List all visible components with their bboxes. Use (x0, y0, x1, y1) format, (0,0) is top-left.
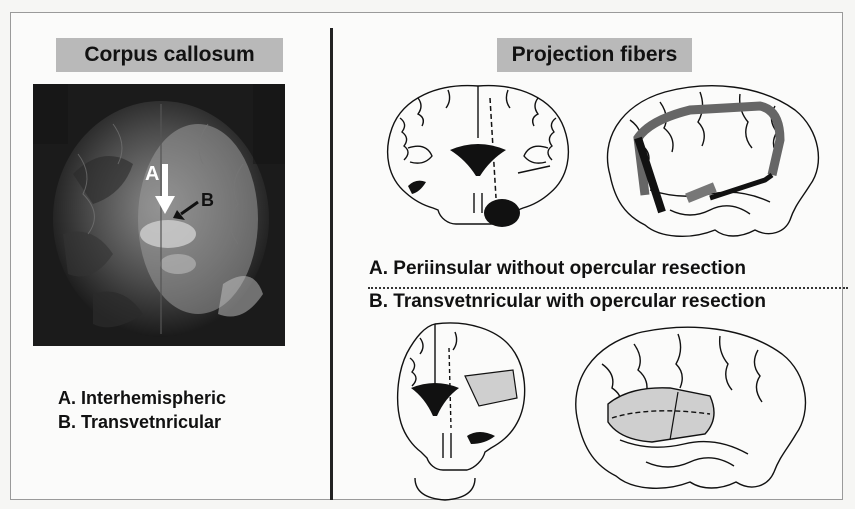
caption-transventricular: B. Transvetnricular (58, 412, 221, 433)
title-projection-fibers: Projection fibers (497, 38, 692, 72)
vertical-divider (330, 28, 333, 500)
dotted-divider (368, 287, 848, 289)
coronal-brain-opercular (395, 318, 530, 504)
caption-interhemispheric: A. Interhemispheric (58, 388, 226, 409)
mri-coronal-image: A B (33, 84, 285, 346)
mri-drawing: A B (33, 84, 285, 346)
lateral-brain-periinsular (590, 80, 830, 245)
lateral-brain-opercular (560, 322, 820, 498)
caption-periinsular: A. Periinsular without opercular resecti… (369, 258, 746, 280)
caption-transventricular-opercular: B. Transvetnricular with opercular resec… (369, 291, 766, 313)
coronal-brain-periinsular (378, 78, 578, 248)
mri-label-a: A (145, 163, 159, 185)
title-corpus-callosum: Corpus callosum (56, 38, 283, 72)
mri-label-b: B (201, 190, 214, 210)
